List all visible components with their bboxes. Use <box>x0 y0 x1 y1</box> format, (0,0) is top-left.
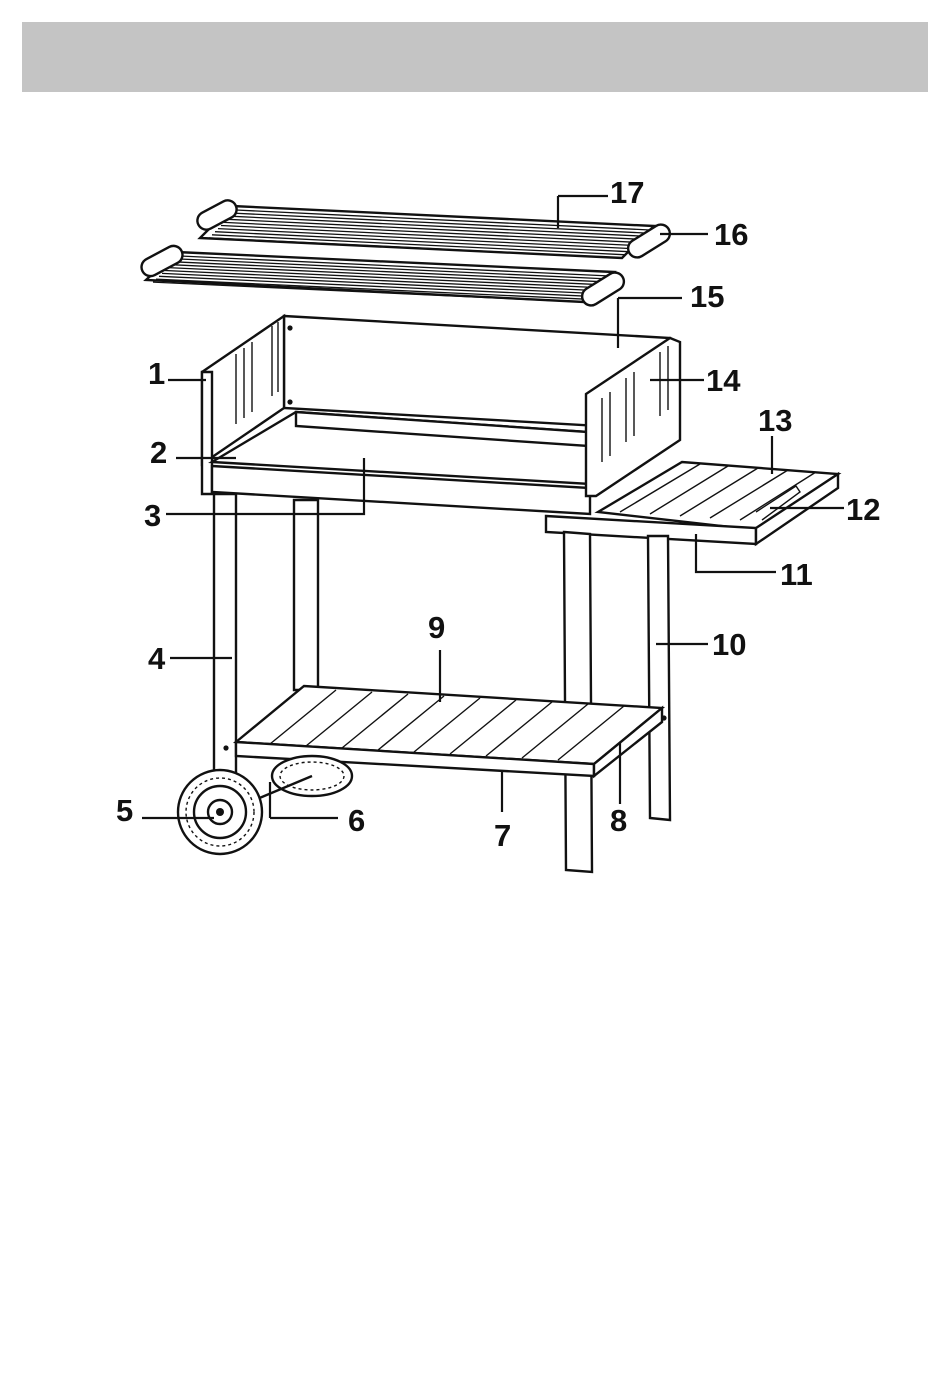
callout-3: 3 <box>144 498 161 533</box>
legs <box>214 494 670 872</box>
callout-15: 15 <box>690 279 724 314</box>
callout-10: 10 <box>712 627 746 662</box>
callout-13: 13 <box>758 403 792 438</box>
callout-5: 5 <box>116 793 133 828</box>
callout-1: 1 <box>148 356 165 391</box>
callout-9: 9 <box>428 610 445 645</box>
callout-6: 6 <box>348 803 365 838</box>
callout-4: 4 <box>148 641 166 676</box>
callout-16: 16 <box>714 217 748 252</box>
callout-12: 12 <box>846 492 880 527</box>
wheel-assembly <box>178 756 352 854</box>
callout-8: 8 <box>610 803 627 838</box>
callout-11: 11 <box>780 557 813 592</box>
fire-box <box>202 316 680 514</box>
callout-17: 17 <box>610 175 644 210</box>
callout-2: 2 <box>150 435 167 470</box>
upper-grill-grate <box>194 197 673 261</box>
callout-14: 14 <box>706 363 741 398</box>
callout-7: 7 <box>494 818 511 853</box>
